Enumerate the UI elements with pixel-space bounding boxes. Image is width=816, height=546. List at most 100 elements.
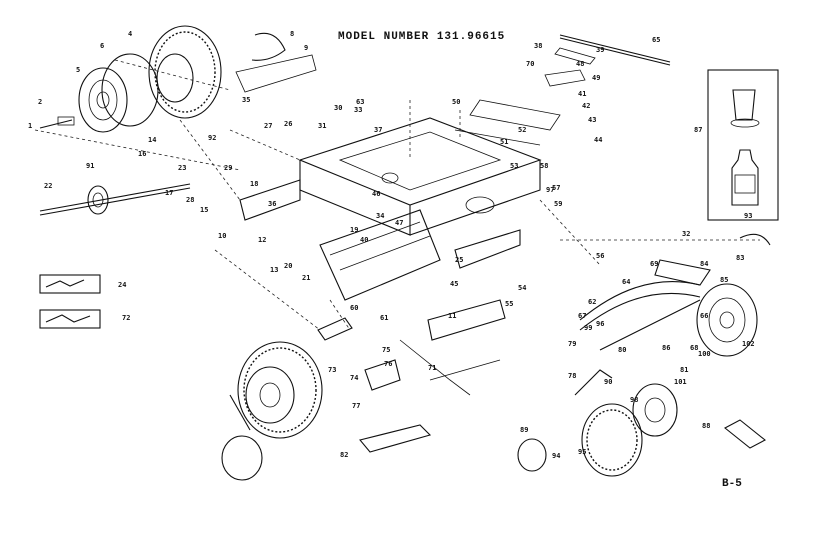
callout-31: 31 (318, 122, 326, 130)
callout-71: 71 (428, 364, 436, 372)
callout-74: 74 (350, 374, 358, 382)
callout-101: 101 (674, 378, 687, 386)
callout-56: 56 (596, 252, 604, 260)
callout-13: 13 (270, 266, 278, 274)
callout-72: 72 (122, 314, 130, 322)
callout-19: 19 (350, 226, 358, 234)
callout-63: 63 (356, 98, 364, 106)
callout-6: 6 (100, 42, 104, 50)
callout-77: 77 (352, 402, 360, 410)
callout-79: 79 (568, 340, 576, 348)
callout-27: 27 (264, 122, 272, 130)
callout-39: 39 (596, 46, 604, 54)
callout-44: 44 (594, 136, 602, 144)
callout-75: 75 (382, 346, 390, 354)
callout-89: 89 (520, 426, 528, 434)
callout-94: 94 (552, 452, 560, 460)
callout-54: 54 (518, 284, 526, 292)
callout-22: 22 (44, 182, 52, 190)
rear-left-wheel-assembly (39, 25, 317, 133)
callout-labels: 1245689101112131415161718192021222324252… (28, 30, 755, 460)
front-left-wheel-assembly (221, 341, 323, 481)
callout-4: 4 (128, 30, 132, 38)
callout-83: 83 (736, 254, 744, 262)
callout-69: 69 (650, 260, 658, 268)
callout-32: 32 (682, 230, 690, 238)
callout-47: 47 (395, 219, 403, 227)
callout-97: 97 (546, 186, 554, 194)
touch-up-paint-box (707, 69, 779, 221)
callout-66: 66 (700, 312, 708, 320)
callout-2: 2 (38, 98, 42, 106)
callout-14: 14 (148, 136, 156, 144)
callout-86: 86 (662, 344, 670, 352)
callout-62: 62 (588, 298, 596, 306)
callout-38: 38 (534, 42, 542, 50)
callout-76: 76 (384, 360, 392, 368)
callout-34: 34 (376, 212, 384, 220)
callout-37: 37 (374, 126, 382, 134)
callout-41: 41 (578, 90, 586, 98)
callout-1: 1 (28, 122, 32, 130)
callout-70: 70 (526, 60, 534, 68)
callout-10: 10 (218, 232, 226, 240)
callout-81: 81 (680, 366, 688, 374)
callout-51: 51 (500, 138, 508, 146)
callout-80: 80 (618, 346, 626, 354)
callout-64: 64 (622, 278, 630, 286)
front-right-lower-wheel (517, 369, 766, 477)
callout-29: 29 (224, 164, 232, 172)
callout-23: 23 (178, 164, 186, 172)
callout-52: 52 (518, 126, 526, 134)
assembly-guide-lines (34, 59, 760, 331)
chassis-frame (239, 99, 561, 341)
callout-36: 36 (268, 200, 276, 208)
callout-28: 28 (186, 196, 194, 204)
callout-43: 43 (588, 116, 596, 124)
callout-91: 91 (86, 162, 94, 170)
callout-78: 78 (568, 372, 576, 380)
callout-20: 20 (284, 262, 292, 270)
callout-50: 50 (452, 98, 460, 106)
callout-57: 57 (552, 184, 560, 192)
callout-60: 60 (350, 304, 358, 312)
callout-87: 87 (694, 126, 702, 134)
front-axle-linkage (317, 317, 501, 453)
callout-35: 35 (242, 96, 250, 104)
callout-67: 67 (578, 312, 586, 320)
model-number-title: MODEL NUMBER 131.96615 (338, 31, 506, 43)
callout-21: 21 (302, 274, 310, 282)
callout-68: 68 (690, 344, 698, 352)
callout-96: 96 (596, 320, 604, 328)
callout-9: 9 (304, 44, 308, 52)
callout-100: 100 (698, 350, 711, 358)
callout-26: 26 (284, 120, 292, 128)
callout-45: 45 (450, 280, 458, 288)
callout-25: 25 (455, 256, 463, 264)
callout-8: 8 (290, 30, 294, 38)
callout-59: 59 (554, 200, 562, 208)
callout-99: 99 (584, 324, 592, 332)
callout-82: 82 (340, 451, 348, 459)
callout-33: 33 (354, 106, 362, 114)
steering-shaft (544, 34, 671, 87)
callout-16: 16 (138, 150, 146, 158)
parts-box-24 (39, 274, 101, 294)
callout-84: 84 (700, 260, 708, 268)
callout-102: 102 (742, 340, 755, 348)
callout-11: 11 (448, 312, 456, 320)
callout-18: 18 (250, 180, 258, 188)
callout-93: 93 (744, 212, 752, 220)
callout-17: 17 (165, 189, 173, 197)
callout-92: 92 (208, 134, 216, 142)
callout-40: 40 (360, 236, 368, 244)
callout-5: 5 (76, 66, 80, 74)
callout-90: 90 (604, 378, 612, 386)
callout-58: 58 (540, 162, 548, 170)
callout-46: 46 (372, 190, 380, 198)
callout-73: 73 (328, 366, 336, 374)
callout-24: 24 (118, 281, 126, 289)
callout-88: 88 (702, 422, 710, 430)
callout-95: 95 (578, 448, 586, 456)
